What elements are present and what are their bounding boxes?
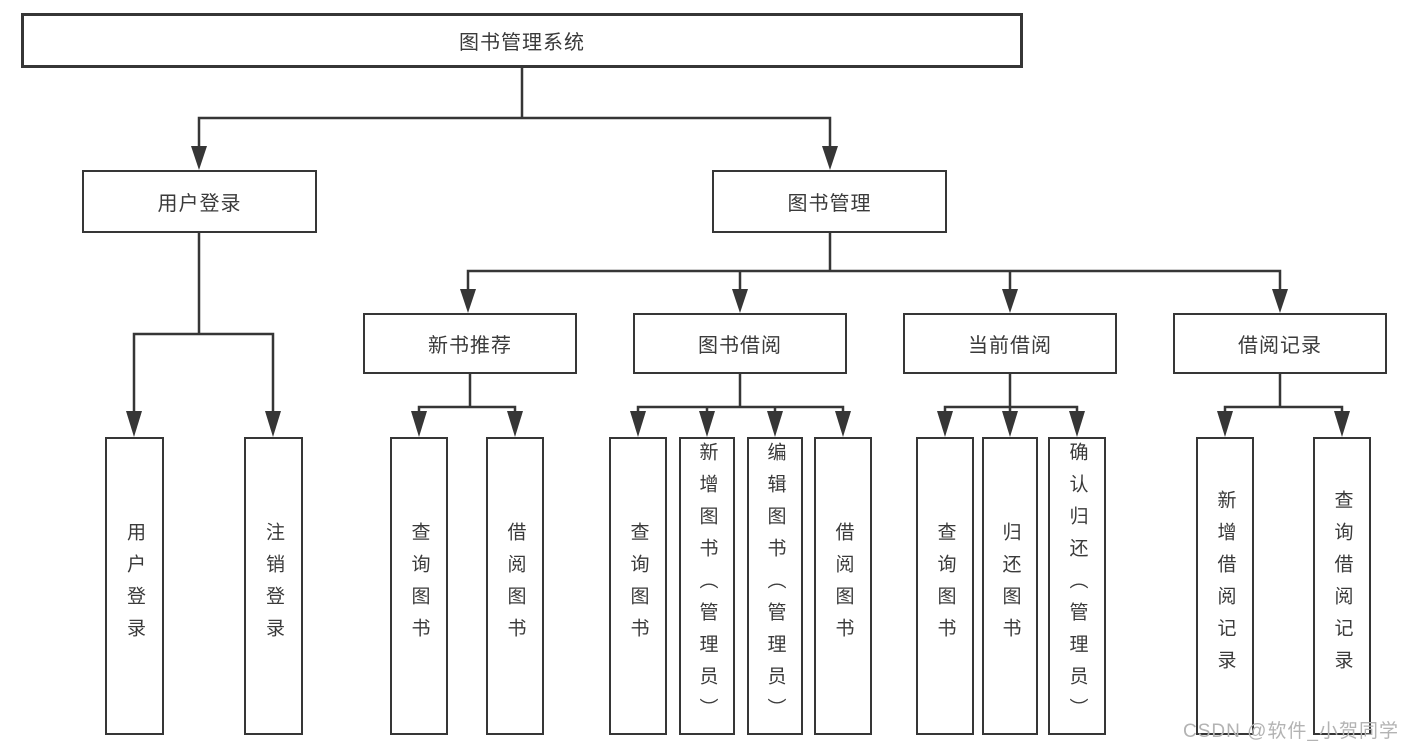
node-root-label: 图书管理系统 — [459, 32, 585, 54]
node-book-management-label: 图书管理 — [787, 193, 872, 215]
node-root: 图书管理系统 — [21, 13, 1023, 68]
node-book-management: 图书管理 — [712, 170, 947, 233]
leaf-query-borrow-record: 查询借阅记录 — [1313, 437, 1371, 735]
leaf-add-books-admin: 新增图书（管理员） — [679, 437, 735, 735]
leaf-user-login: 用户登录 — [105, 437, 164, 735]
leaf-logout-label: 注销登录 — [263, 522, 284, 650]
node-user-login: 用户登录 — [82, 170, 317, 233]
leaf-confirm-return-admin-label: 确认归还（管理员） — [1066, 442, 1088, 730]
leaf-logout: 注销登录 — [244, 437, 303, 735]
node-book-borrow: 图书借阅 — [633, 313, 847, 374]
node-current-borrow: 当前借阅 — [903, 313, 1117, 374]
leaf-add-borrow-record: 新增借阅记录 — [1196, 437, 1254, 735]
leaf-user-login-label: 用户登录 — [124, 522, 145, 650]
leaf-rec-borrow-books-label: 借阅图书 — [504, 522, 526, 650]
node-current-borrow-label: 当前借阅 — [968, 335, 1052, 357]
leaf-rec-query-books: 查询图书 — [390, 437, 448, 735]
leaf-borrow-query-books-label: 查询图书 — [627, 522, 649, 650]
leaf-add-borrow-record-label: 新增借阅记录 — [1214, 490, 1236, 682]
node-book-borrow-label: 图书借阅 — [698, 335, 782, 357]
leaf-add-books-admin-label: 新增图书（管理员） — [696, 442, 718, 730]
leaf-borrow-books-label: 借阅图书 — [832, 522, 854, 650]
node-new-book-recommend: 新书推荐 — [363, 313, 577, 374]
leaf-current-query-books: 查询图书 — [916, 437, 974, 735]
leaf-return-books-label: 归还图书 — [999, 522, 1021, 650]
leaf-current-query-books-label: 查询图书 — [934, 522, 956, 650]
leaf-query-borrow-record-label: 查询借阅记录 — [1331, 490, 1353, 682]
leaf-borrow-books: 借阅图书 — [814, 437, 872, 735]
node-user-login-label: 用户登录 — [157, 193, 242, 215]
leaf-edit-books-admin: 编辑图书（管理员） — [747, 437, 803, 735]
leaf-edit-books-admin-label: 编辑图书（管理员） — [764, 442, 786, 730]
node-new-book-recommend-label: 新书推荐 — [428, 335, 512, 357]
leaf-borrow-query-books: 查询图书 — [609, 437, 667, 735]
leaf-confirm-return-admin: 确认归还（管理员） — [1048, 437, 1106, 735]
leaf-rec-query-books-label: 查询图书 — [408, 522, 430, 650]
csdn-watermark: CSDN @软件_小贺同学 — [1183, 721, 1399, 742]
node-borrow-records-label: 借阅记录 — [1238, 335, 1322, 357]
leaf-return-books: 归还图书 — [982, 437, 1038, 735]
leaf-rec-borrow-books: 借阅图书 — [486, 437, 544, 735]
node-borrow-records: 借阅记录 — [1173, 313, 1387, 374]
